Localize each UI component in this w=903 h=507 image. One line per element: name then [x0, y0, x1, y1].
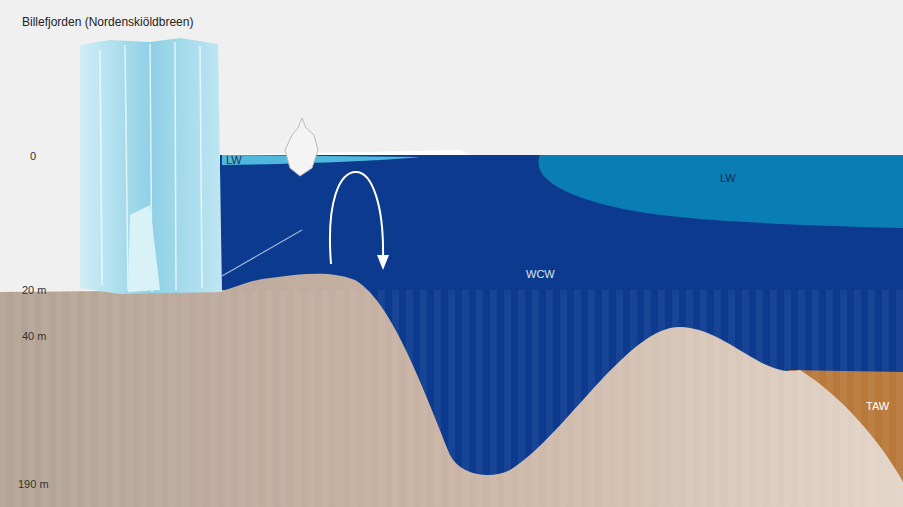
water-mass-label: WCW — [526, 268, 555, 281]
depth-label: 20 m — [22, 284, 46, 297]
arrowhead — [377, 255, 389, 270]
depth-label: 40 m — [22, 330, 46, 343]
water-mass-label: LW — [226, 154, 242, 167]
water-mass-label: TAW — [866, 400, 889, 413]
depth-label: 0 — [30, 150, 36, 163]
diagram-title: Billefjorden (Nordenskiöldbreen) — [22, 16, 193, 30]
sea-ice — [222, 150, 470, 155]
lw-layer — [222, 155, 420, 165]
circulation-arrow — [330, 172, 383, 264]
glacier — [80, 38, 222, 294]
meltwater-plume — [222, 230, 302, 276]
water-mass-label: LW — [720, 172, 736, 185]
seabed — [0, 274, 903, 507]
iceberg — [285, 118, 318, 176]
lw-layer — [538, 155, 903, 228]
glacier-block — [128, 205, 160, 292]
depth-label: 190 m — [18, 478, 49, 491]
seabed-texture — [0, 290, 903, 507]
